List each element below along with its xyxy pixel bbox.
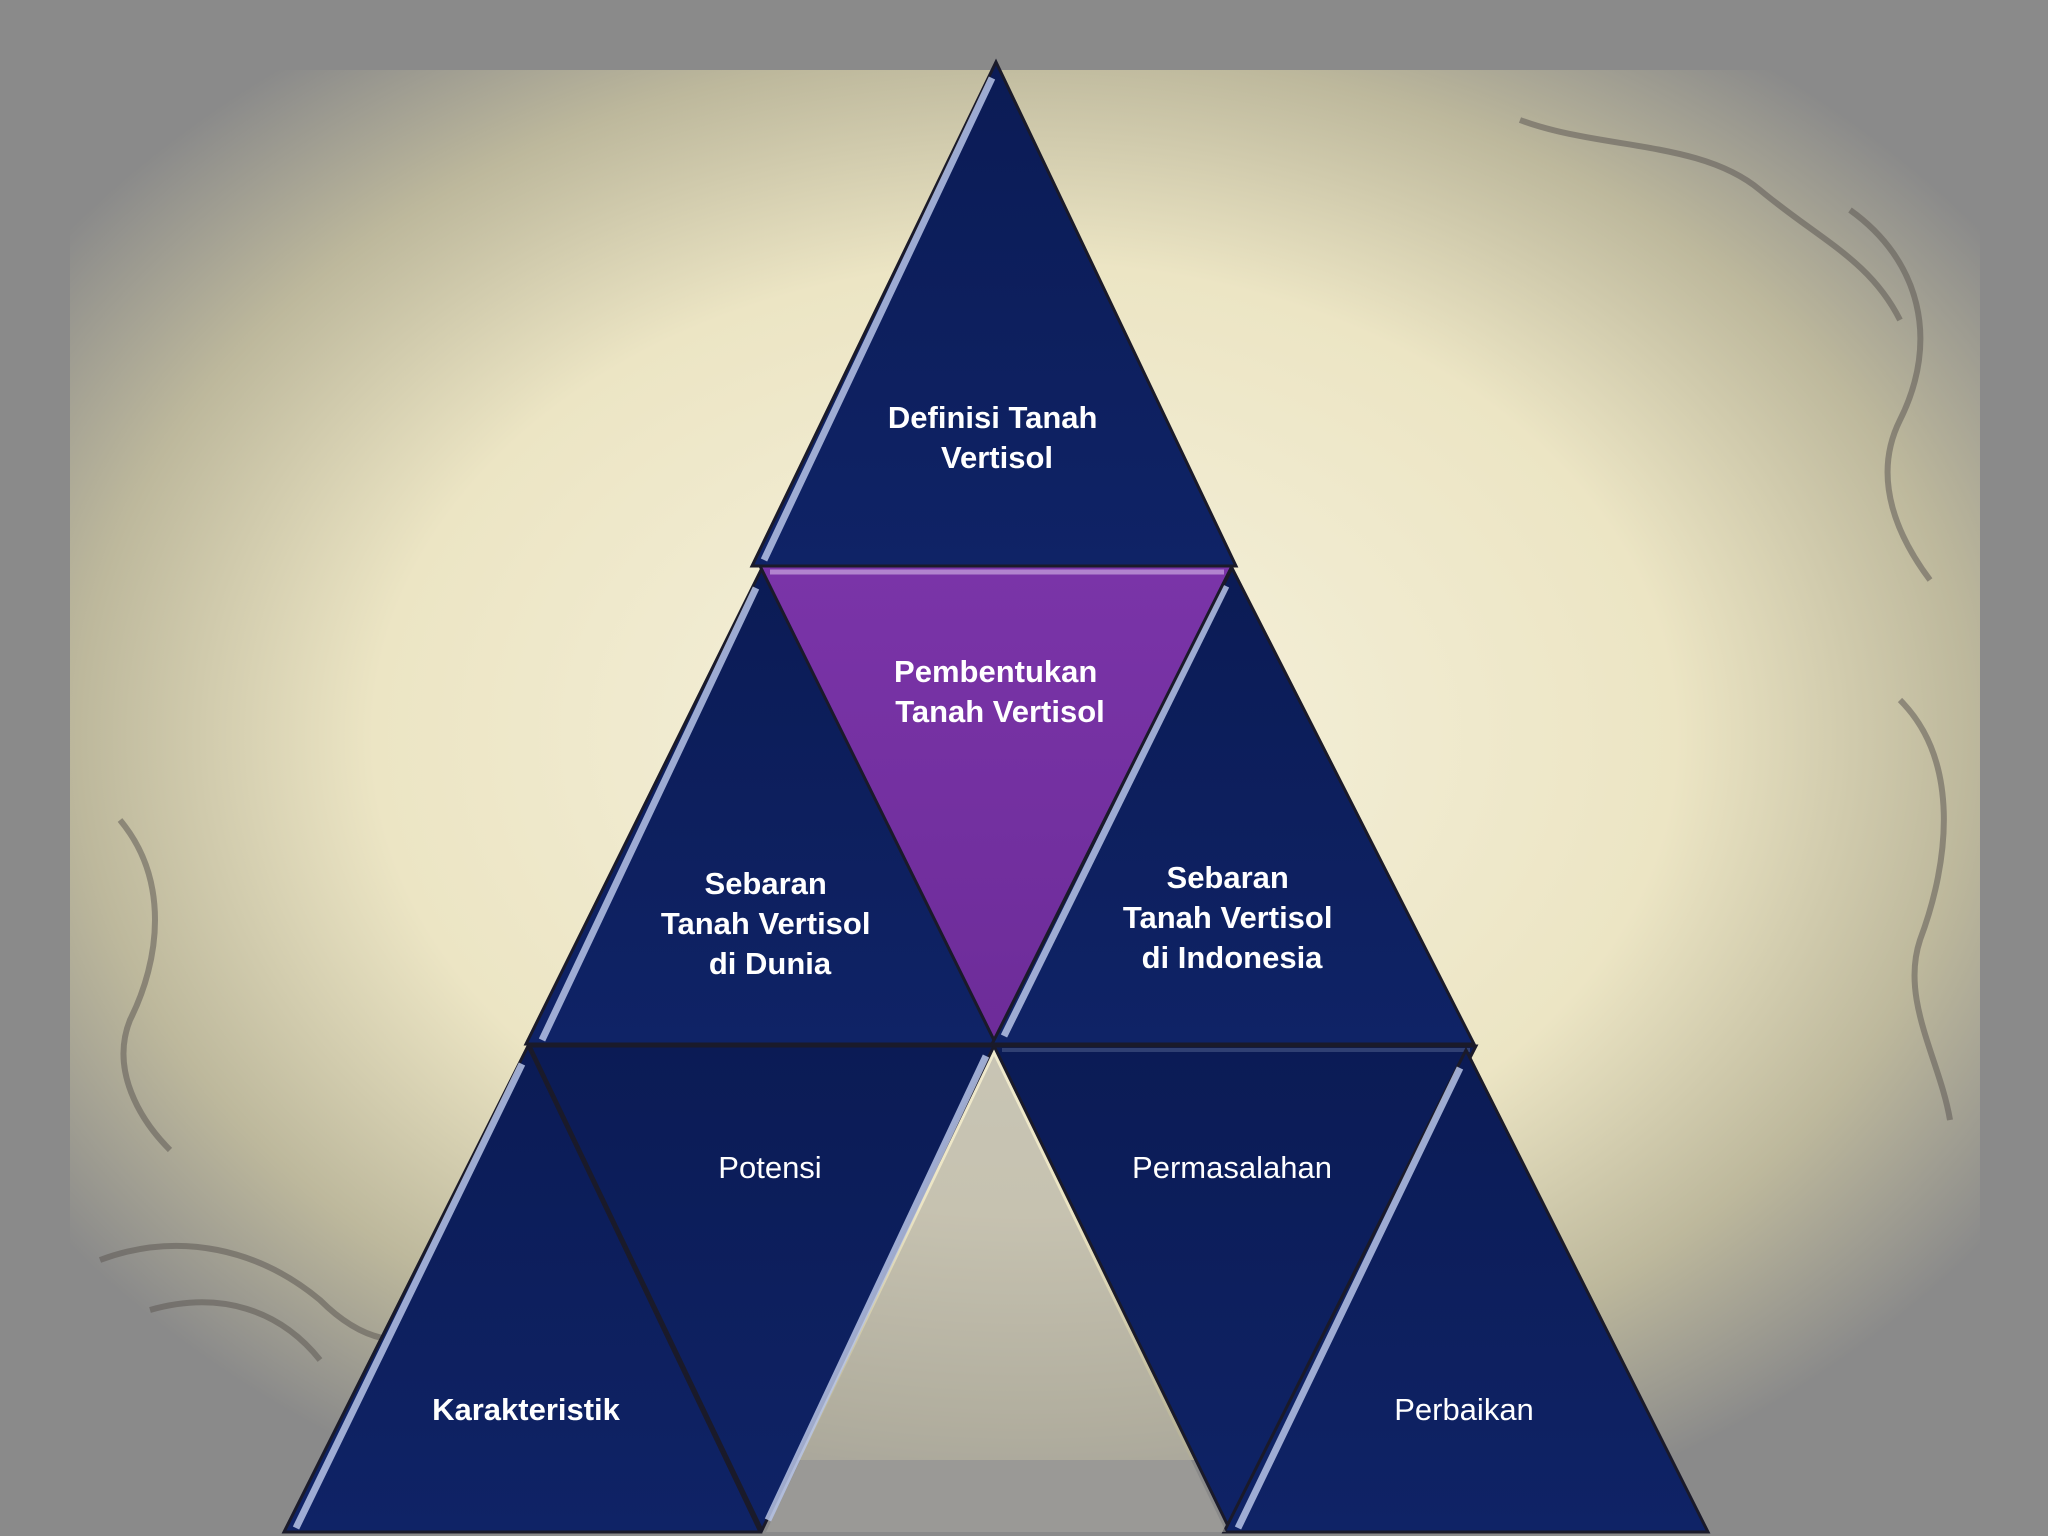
triangle-pembentukan-label: Pembentukan Tanah Vertisol <box>894 654 1106 729</box>
triangle-perbaikan-label: Perbaikan <box>1394 1392 1534 1427</box>
center-gap <box>766 1056 1226 1532</box>
triangle-sebaran-dunia: Sebaran Tanah Vertisol di Dunia <box>523 564 999 1046</box>
triangle-pembentukan: Pembentukan Tanah Vertisol <box>757 564 1235 1044</box>
triangle-permasalahan-label: Permasalahan <box>1132 1150 1332 1185</box>
triangle-karakteristik-label: Karakteristik <box>432 1392 621 1427</box>
triangle-potensi: Potensi <box>527 1044 997 1534</box>
triangle-perbaikan: Perbaikan <box>1221 1046 1711 1534</box>
triangle-definisi: Definisi Tanah Vertisol <box>749 58 1239 568</box>
triangle-sebaran-dunia-label: Sebaran Tanah Vertisol di Dunia <box>661 866 879 981</box>
triangle-potensi-label: Potensi <box>718 1150 821 1185</box>
swirl-ornaments <box>98 117 1953 1362</box>
triangle-definisi-label: Definisi Tanah Vertisol <box>888 400 1106 475</box>
triangle-sebaran-indonesia-label: Sebaran Tanah Vertisol di Indonesia <box>1123 860 1341 975</box>
triangle-karakteristik: Karakteristik <box>281 1042 763 1534</box>
